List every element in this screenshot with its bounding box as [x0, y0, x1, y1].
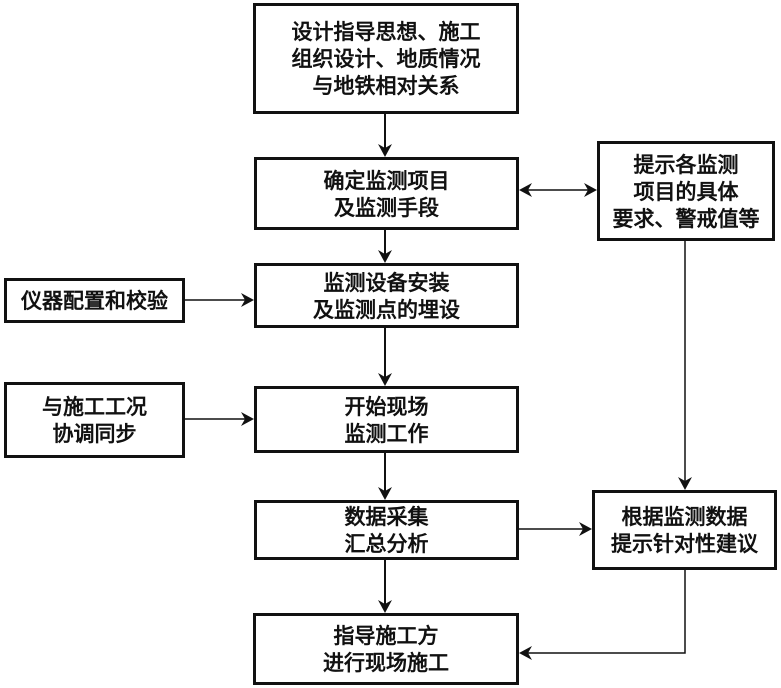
- node-requirements: 提示各监测 项目的具体 要求、警戒值等: [597, 141, 775, 241]
- node-text: 汇总分析: [344, 531, 429, 556]
- node-text: 协调同步: [52, 421, 137, 446]
- node-data-analysis: 数据采集 汇总分析: [254, 500, 519, 560]
- node-text: 及监测点的埋设: [313, 296, 460, 322]
- node-install-equipment: 监测设备安装 及监测点的埋设: [254, 263, 519, 328]
- node-guide-construction: 指导施工方 进行现场施工: [253, 613, 519, 685]
- edge-requirements-to-suggestions: [678, 241, 692, 490]
- node-start-monitoring: 开始现场 监测工作: [254, 386, 519, 453]
- node-suggestions: 根据监测数据 提示针对性建议: [592, 490, 777, 570]
- edge-data-to-guide: [378, 559, 392, 613]
- edge-determine-requirements-bidirectional: [519, 183, 597, 197]
- edge-design-to-determine: [378, 113, 392, 157]
- node-instrument-config: 仪器配置和校验: [4, 278, 185, 323]
- node-text: 提示各监测: [633, 151, 739, 177]
- node-text: 组织设计、地质情况: [291, 46, 481, 71]
- node-text: 项目的具体: [633, 178, 739, 204]
- node-text: 提示针对性建议: [611, 531, 758, 556]
- edge-suggestions-to-guide: [519, 569, 686, 660]
- node-text: 指导施工方: [333, 623, 439, 648]
- edge-instrument-to-install: [185, 293, 254, 307]
- edge-coordinate-to-start: [185, 412, 254, 426]
- node-coordinate: 与施工工况 协调同步: [4, 382, 185, 458]
- node-text: 数据采集: [344, 504, 429, 529]
- node-text: 与施工工况: [42, 394, 147, 419]
- edge-determine-to-install: [378, 229, 392, 263]
- node-text: 确定监测项目: [323, 167, 450, 193]
- node-text: 与地铁相对关系: [312, 73, 460, 98]
- edge-start-to-data: [378, 452, 392, 500]
- edge-install-to-start: [378, 327, 392, 386]
- node-text: 及监测手段: [334, 194, 439, 220]
- node-text: 仪器配置和校验: [21, 288, 168, 313]
- node-text: 根据监测数据: [621, 504, 748, 529]
- node-text: 监测设备安装: [323, 269, 450, 295]
- node-determine-items: 确定监测项目 及监测手段: [254, 157, 519, 230]
- node-text: 监测工作: [344, 420, 429, 446]
- node-text: 设计指导思想、施工: [291, 19, 481, 44]
- node-text: 开始现场: [344, 393, 429, 419]
- node-text: 要求、警戒值等: [612, 205, 760, 231]
- edge-data-to-suggestions: [519, 522, 592, 536]
- node-text: 进行现场施工: [323, 650, 449, 675]
- node-design-basis: 设计指导思想、施工 组织设计、地质情况 与地铁相对关系: [253, 3, 519, 114]
